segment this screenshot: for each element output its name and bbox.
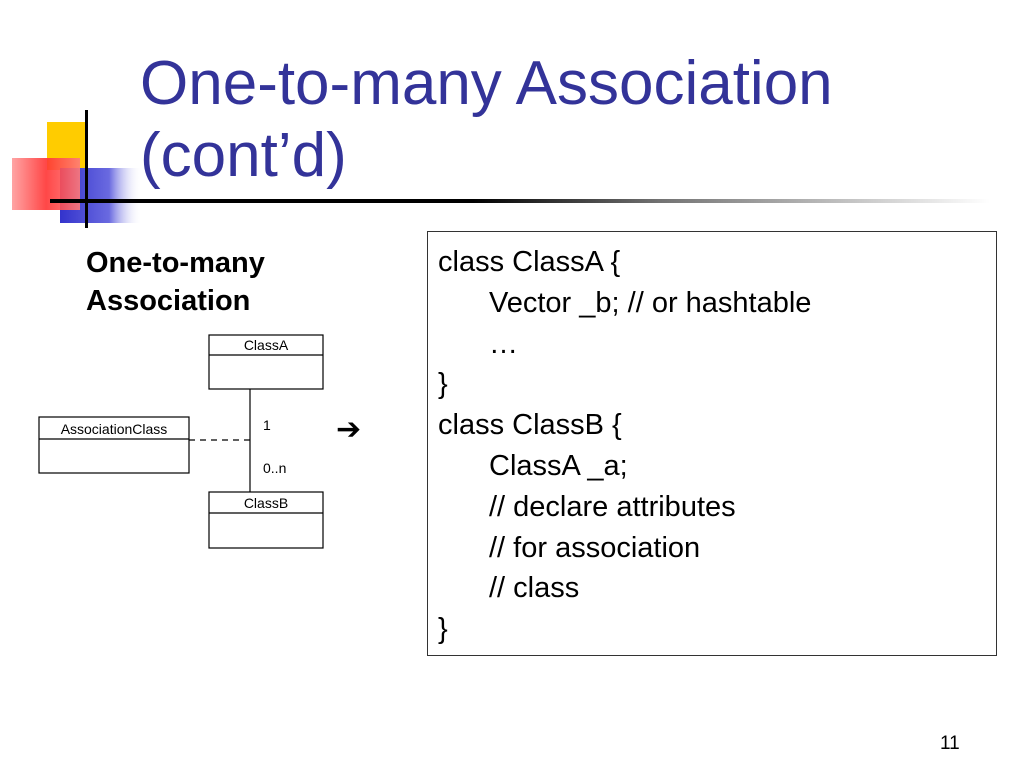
subheading-line-1: One-to-many <box>86 247 265 279</box>
code-line: Vector _b; // or hashtable <box>489 286 812 319</box>
multiplicity-bottom: 0..n <box>263 460 286 476</box>
title-line-1: One-to-many Association <box>140 49 833 118</box>
code-line: } <box>438 613 448 646</box>
right-arrow-icon: ➔ <box>336 413 362 446</box>
code-line: // class <box>489 572 580 605</box>
association-class-box: AssociationClass <box>38 416 190 474</box>
code-line: // declare attributes <box>489 490 736 523</box>
title-line-2: (cont’d) <box>140 121 347 190</box>
class-a-label: ClassA <box>244 337 289 353</box>
association-class-label: AssociationClass <box>61 421 168 437</box>
deco-vertical-line <box>85 110 88 228</box>
class-b-label: ClassB <box>244 495 288 511</box>
class-b-box: ClassB <box>208 491 324 549</box>
code-line: } <box>438 368 448 401</box>
subheading: One-to-many Association <box>86 244 265 320</box>
uml-class-diagram: ClassA 1 0..n ClassB AssociationClass <box>38 334 324 549</box>
multiplicity-top: 1 <box>263 417 271 433</box>
code-line: ClassA _a; <box>489 449 628 482</box>
code-line: class ClassA { <box>438 246 621 278</box>
subheading-line-2: Association <box>86 285 251 317</box>
slide-title: One-to-many Association (cont’d) <box>140 48 1000 192</box>
code-line: // for association <box>489 531 701 564</box>
code-line: … <box>489 327 518 360</box>
code-line: class ClassB { <box>438 409 622 442</box>
title-underline-rule <box>50 199 990 203</box>
class-a-box: ClassA <box>208 334 324 390</box>
code-box: class ClassA { Vector _b; // or hashtabl… <box>427 231 997 656</box>
page-number: 11 <box>940 733 960 754</box>
decorative-corner-graphic <box>12 110 142 228</box>
